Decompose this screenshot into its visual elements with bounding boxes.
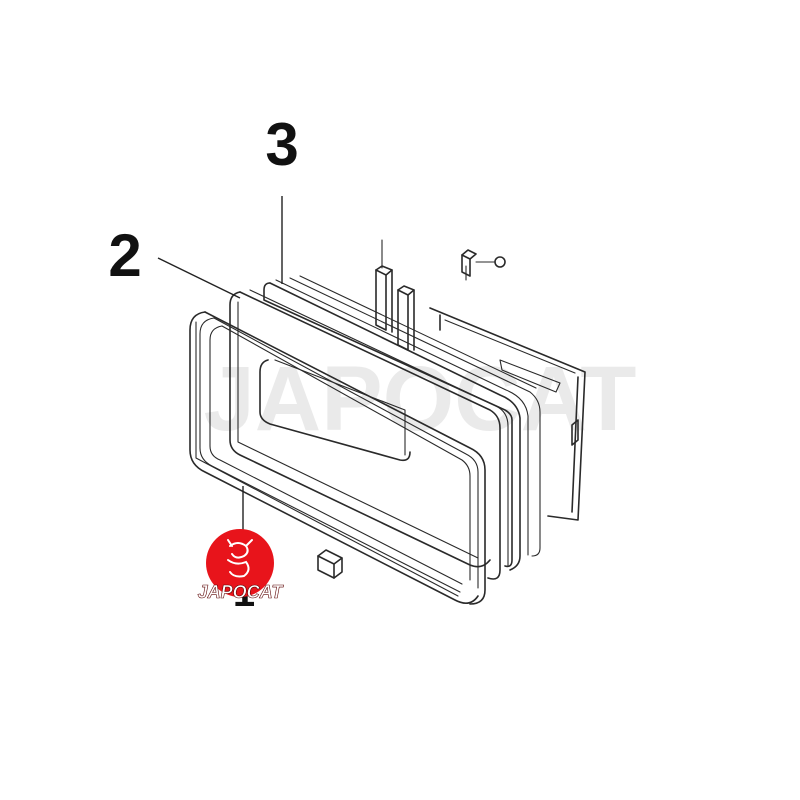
gasket-frames [189,275,541,605]
small-clip [317,549,343,579]
logo-cat-icon [227,539,253,578]
top-brackets [375,239,415,351]
japocat-logo: JAPOCAT [197,529,285,602]
watermark-text: JAPOCAT [204,348,637,450]
logo-text: JAPOCAT [198,582,285,602]
rear-housing [429,307,586,521]
callout-3: 3 [265,111,298,178]
clip-fastener [461,249,506,281]
callout-2: 2 [108,222,141,289]
leader-line-2 [157,257,241,299]
